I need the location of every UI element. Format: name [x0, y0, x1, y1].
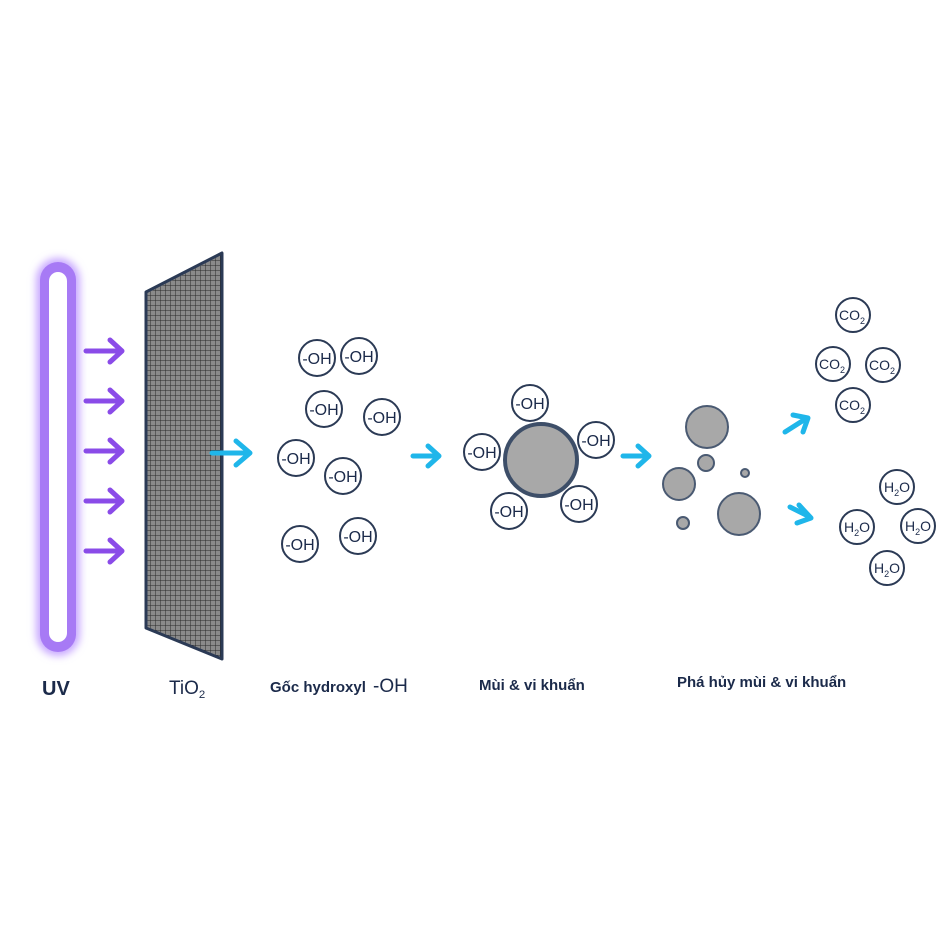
h2o-molecule: H2O [869, 550, 905, 586]
hydroxyl-label: -OH [302, 351, 331, 368]
destroy-label: Phá hủy mùi & vi khuẩn [677, 674, 847, 691]
hydroxyl-label: -OH [344, 349, 373, 366]
co2-molecule: CO2 [835, 387, 871, 423]
fragment [740, 468, 750, 478]
h2o-molecule: H2O [839, 509, 875, 545]
hydroxyl-label: -OH [281, 451, 310, 468]
uv-arrows [83, 337, 125, 565]
flow-arrows [209, 412, 814, 526]
uv-arrow-icon [83, 387, 125, 415]
hydroxyl-label: -OH [494, 504, 523, 521]
flow-arrow-icon [410, 443, 442, 469]
uv-arrow-icon [83, 337, 125, 365]
hydroxyl-label: -OH [467, 445, 496, 462]
tio2-mesh-panel [144, 251, 224, 661]
h2o-label: H2O [905, 518, 931, 537]
co2-molecule: CO2 [835, 297, 871, 333]
hydroxyl-label: -OH [328, 469, 357, 486]
hydroxyl-molecule: -OH [490, 492, 528, 530]
hydroxyl-label: -OH [309, 402, 338, 419]
hydroxyl-molecule: -OH [560, 485, 598, 523]
hydroxyl-molecule: -OH [281, 525, 319, 563]
co2-label: CO2 [839, 397, 865, 416]
molecules: -OH -OH -OH -OH -OH -OH -OH -OH -OH -OH -OH -OH -OH C… [277, 297, 936, 586]
uv-arrow-icon [83, 537, 125, 565]
hydroxyl-label: -OH [367, 410, 396, 427]
hydroxyl-molecule: -OH [340, 337, 378, 375]
tio2-label: TiO2 [169, 678, 206, 701]
hydroxyl-molecule: -OH [463, 433, 501, 471]
flow-arrow-icon [782, 412, 811, 435]
fragment [685, 405, 729, 449]
h2o-molecule: H2O [900, 508, 936, 544]
bacteria-particle [503, 422, 579, 498]
bacteria-label: Mùi & vi khuẩn [479, 677, 585, 694]
hydroxyl-label: -OH [515, 396, 544, 413]
hydroxyl-label: -OH [343, 529, 372, 546]
hydroxyl-molecule: -OH [305, 390, 343, 428]
hydroxyl-label: Gốc hydroxyl -OH [270, 676, 408, 697]
flow-arrow-icon [209, 438, 253, 468]
co2-label: CO2 [839, 307, 865, 326]
uv-arrow-icon [83, 487, 125, 515]
hydroxyl-molecule: -OH [363, 398, 401, 436]
flow-arrow-icon [620, 443, 652, 469]
destroyed-fragments [662, 405, 761, 536]
hydroxyl-label: -OH [564, 497, 593, 514]
uv-arrow-icon [83, 437, 125, 465]
hydroxyl-molecule: -OH [339, 517, 377, 555]
co2-molecule: CO2 [815, 346, 851, 382]
hydroxyl-symbol: -OH [373, 676, 408, 697]
uv-lamp [36, 258, 80, 656]
co2-label: CO2 [869, 357, 895, 376]
flow-arrow-icon [787, 502, 814, 526]
uv-label: UV [42, 678, 70, 700]
hydroxyl-label: -OH [581, 433, 610, 450]
hydroxyl-molecule: -OH [577, 421, 615, 459]
hydroxyl-molecule: -OH [511, 384, 549, 422]
hydroxyl-molecule: -OH [298, 339, 336, 377]
co2-label: CO2 [819, 356, 845, 375]
hydroxyl-molecule: -OH [324, 457, 362, 495]
hydroxyl-label: -OH [285, 537, 314, 554]
h2o-label: H2O [844, 519, 870, 538]
h2o-label: H2O [884, 479, 910, 498]
co2-molecule: CO2 [865, 347, 901, 383]
fragment [717, 492, 761, 536]
fragment [662, 467, 696, 501]
h2o-molecule: H2O [879, 469, 915, 505]
h2o-label: H2O [874, 560, 900, 579]
hydroxyl-molecule: -OH [277, 439, 315, 477]
fragment [676, 516, 690, 530]
fragment [697, 454, 715, 472]
